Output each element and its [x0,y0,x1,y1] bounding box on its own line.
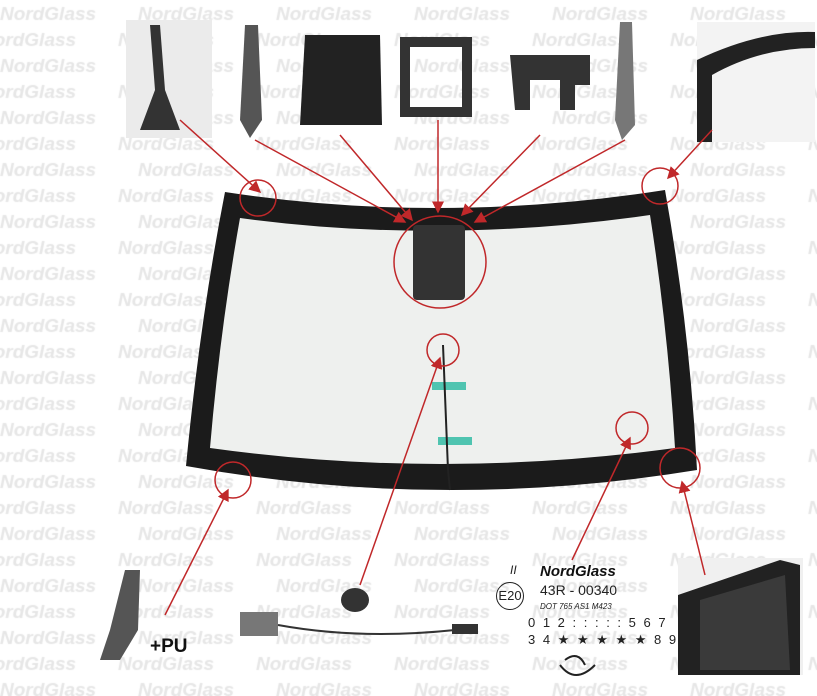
corner-detail-frame [697,31,815,142]
tape-strip [438,437,472,445]
pu-note: +PU [150,636,188,657]
e-mark: E20 [496,582,524,610]
windshield-glass [210,215,675,464]
part-connector [341,588,369,612]
symbol-icon [559,655,596,676]
part-clip [140,25,180,130]
part-sensor-cover [300,35,382,125]
mirror-bracket [413,225,465,300]
date-code-row2: 3 4 ★ ★ ★ ★ ★ 8 9 [528,632,679,647]
part-right-strip [615,22,635,140]
brand-logo: NordGlass [540,563,616,580]
sensor-wire [442,344,451,491]
part-heating-element [240,612,278,636]
date-code-row1: 0 1 2 : : : : : 5 6 7 [528,615,668,630]
approval-number: 43R - 00340 [540,582,618,598]
dot-line: DOT 765 AS1 M423 [540,602,612,611]
part-camera-frame [400,37,472,117]
part-rain-sensor-bracket [510,55,590,110]
part-molding-clip [100,570,140,660]
roman-numeral: II [510,563,517,577]
heater-plug [452,624,478,634]
callout-arrows [164,119,713,616]
heater-cable [277,624,456,635]
lower-corner-glass [700,575,790,670]
part-left-strip [240,25,262,138]
tape-strip [432,382,466,390]
